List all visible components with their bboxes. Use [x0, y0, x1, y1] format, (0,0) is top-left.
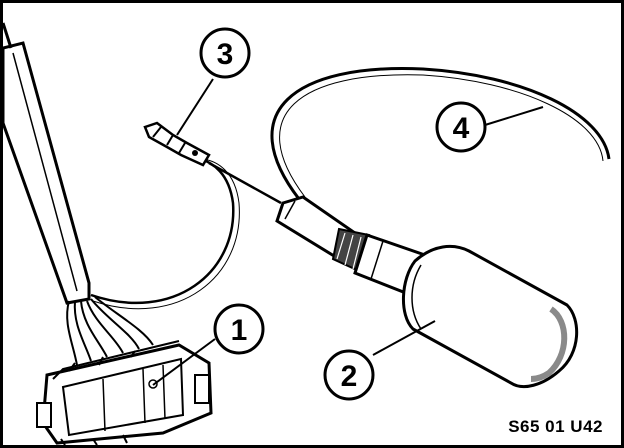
wiring-harness [3, 22, 91, 305]
callout-2-label: 2 [341, 360, 358, 393]
connector-block [36, 340, 213, 445]
leader-4 [484, 106, 544, 126]
callout-3: 3 [199, 27, 251, 79]
component-drawing: 1 2 3 4 [3, 22, 611, 445]
callout-1: 1 [213, 303, 265, 355]
callout-1-label: 1 [231, 314, 248, 347]
sensor-cable [270, 67, 611, 200]
leader-2 [372, 320, 436, 356]
harness-wires [66, 296, 154, 366]
terminal-pin [143, 121, 211, 167]
leader-1 [152, 338, 216, 386]
callout-3-label: 3 [217, 38, 234, 71]
figure-reference-code: S65 01 U42 [508, 417, 603, 436]
callout-2: 2 [323, 349, 375, 401]
sensor-cable-inner [279, 74, 604, 198]
sensor-body [275, 195, 579, 388]
leader-lines [152, 78, 544, 386]
callout-4: 4 [435, 101, 487, 153]
sensor-lead [208, 161, 282, 205]
leader-3 [176, 78, 214, 136]
loop-wire-inner [92, 158, 240, 310]
callout-4-label: 4 [453, 112, 470, 145]
loop-wire [90, 156, 235, 305]
